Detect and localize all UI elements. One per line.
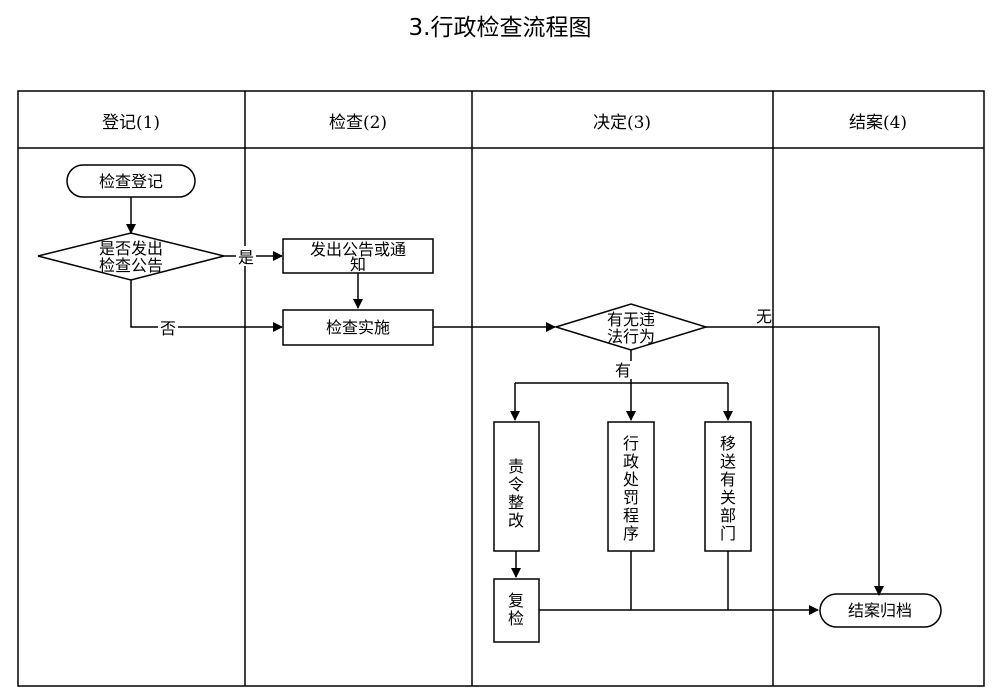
- penalty-procedure-char: 政: [623, 452, 639, 471]
- close-archive-terminal: 结案归档: [819, 593, 942, 628]
- transfer-departments-char: 部: [720, 506, 736, 525]
- lane-header-register: 登记(1): [102, 113, 160, 133]
- issue-notice-line2: 知: [350, 255, 366, 274]
- reinspect-box: 复 检: [493, 578, 540, 643]
- start-terminal: 检查登记: [66, 164, 196, 198]
- notice-decision-line1: 是否发出: [99, 239, 163, 258]
- lane-header-decide: 决定(3): [593, 113, 651, 133]
- reinspect-char: 检: [508, 609, 524, 628]
- order-rectify-char: 改: [508, 511, 524, 530]
- edge-label-none: 无: [756, 307, 772, 326]
- penalty-procedure-char: 程: [623, 506, 639, 525]
- order-rectify-char: 责: [508, 457, 524, 476]
- lane-header-inspect: 检查(2): [329, 113, 387, 133]
- issue-notice-line1: 发出公告或通: [310, 240, 406, 259]
- edge-label-no: 否: [160, 319, 176, 338]
- swimlane-frame: [17, 90, 985, 687]
- penalty-procedure-char: 罚: [623, 488, 639, 507]
- order-rectify-char: 令: [508, 475, 524, 494]
- violation-decision-line2: 法行为: [607, 327, 655, 346]
- transfer-departments-char: 有: [720, 470, 736, 489]
- issue-notice-box: 发出公告或通 知: [282, 238, 434, 274]
- connectors: [126, 197, 884, 615]
- transfer-departments-char: 门: [720, 524, 736, 543]
- order-rectify-char: 整: [508, 493, 524, 512]
- start-terminal-label: 检查登记: [99, 172, 163, 191]
- lane-header-close: 结案(4): [849, 113, 907, 133]
- penalty-procedure-box: 行 政 处 罚 程 序: [607, 421, 655, 552]
- transfer-departments-box: 移 送 有 关 部 门: [704, 421, 752, 552]
- conduct-inspection-label: 检查实施: [326, 318, 390, 337]
- penalty-procedure-char: 行: [623, 434, 639, 453]
- page-title: 3.行政检查流程图: [408, 15, 592, 41]
- edge-label-yes: 是: [238, 248, 254, 267]
- transfer-departments-char: 关: [720, 488, 736, 507]
- notice-decision-diamond: 是否发出 检查公告: [37, 232, 225, 281]
- close-archive-label: 结案归档: [848, 601, 912, 620]
- transfer-departments-char: 移: [720, 434, 736, 453]
- violation-decision-diamond: 有无违 法行为: [553, 303, 709, 351]
- reinspect-char: 复: [508, 591, 524, 610]
- order-rectify-box: 责 令 整 改: [493, 421, 540, 552]
- conduct-inspection-box: 检查实施: [282, 309, 434, 346]
- edge-label-has: 有: [615, 361, 631, 380]
- violation-decision-line1: 有无违: [607, 310, 655, 329]
- penalty-procedure-char: 序: [623, 524, 639, 543]
- transfer-departments-char: 送: [720, 452, 736, 471]
- notice-decision-line2: 检查公告: [99, 256, 163, 275]
- penalty-procedure-char: 处: [623, 470, 639, 489]
